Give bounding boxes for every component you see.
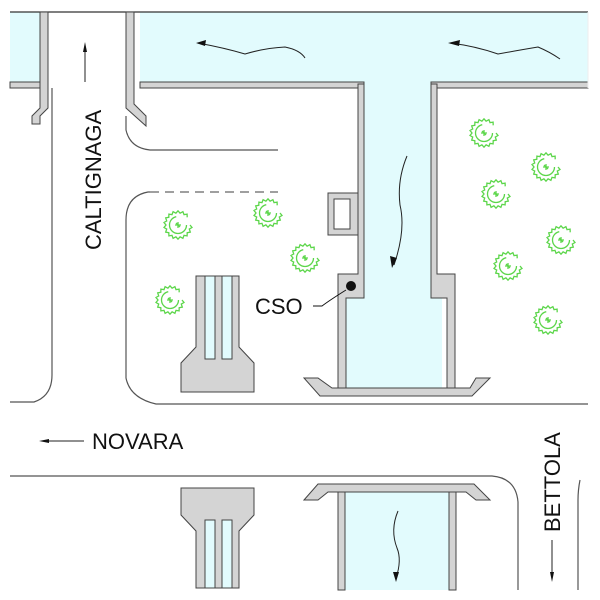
canal-water-main [140, 12, 588, 84]
road-curb-lot [125, 191, 588, 405]
cso-point-icon[interactable] [346, 281, 356, 291]
tree-icon [253, 197, 283, 229]
flow-arrow-canal-left-icon [196, 40, 306, 59]
cso-label: CSO [255, 294, 303, 319]
chamber-opening [333, 198, 351, 230]
tree-icon [155, 284, 185, 316]
culvert-pipe-4 [221, 519, 233, 589]
tree-icon [481, 178, 511, 210]
flow-arrow-channel-icon [390, 155, 408, 268]
flow-arrow-canal-right-icon [448, 40, 561, 60]
outlet-apron [302, 377, 492, 397]
tree-icon [469, 117, 499, 149]
culvert-pipe-3 [204, 519, 216, 589]
channel-wall-bottom-right [448, 491, 457, 591]
road-label-bettola: BETTOLA [540, 432, 565, 532]
canal-wall-bottom-middle [139, 81, 365, 89]
culvert-pipe-2 [221, 275, 233, 360]
tree-icon [493, 250, 523, 282]
road-bettola-right-edge [577, 479, 581, 590]
road-label-caltignaga: CALTIGNAGA [81, 109, 106, 250]
caltignaga-direction-arrow-icon [83, 42, 87, 82]
culvert-pipe-1 [204, 275, 216, 360]
road-novara-lower-edge [10, 475, 519, 590]
tree-icon [546, 224, 576, 256]
road-label-novara: NOVARA [92, 429, 184, 454]
bridge-parapet-left [31, 11, 49, 125]
road-caltignaga-right-edge-upper [125, 116, 278, 151]
trees-group [155, 117, 576, 336]
cso-leader-line [313, 289, 347, 307]
canal-wall-bottom-right [430, 81, 589, 89]
tree-icon [163, 209, 193, 241]
novara-direction-arrow-icon [39, 439, 84, 443]
canal-water-left [10, 12, 40, 84]
tree-icon [533, 304, 563, 336]
inlet-apron-bottom [302, 483, 492, 501]
channel-wall-bottom-left [337, 491, 346, 591]
culvert-headwall-upper [180, 275, 255, 393]
culvert-headwall-lower [180, 487, 255, 589]
tree-icon [531, 151, 561, 183]
tree-icon [290, 242, 320, 274]
channel-water-lower [346, 298, 442, 390]
canal-wall-left-bottom [9, 81, 41, 89]
bettola-direction-arrow-icon [550, 540, 554, 582]
flow-arrow-channel-bottom-icon [393, 510, 400, 582]
bridge-parapet-right [125, 11, 147, 128]
road-caltignaga-left-edge [10, 88, 53, 403]
